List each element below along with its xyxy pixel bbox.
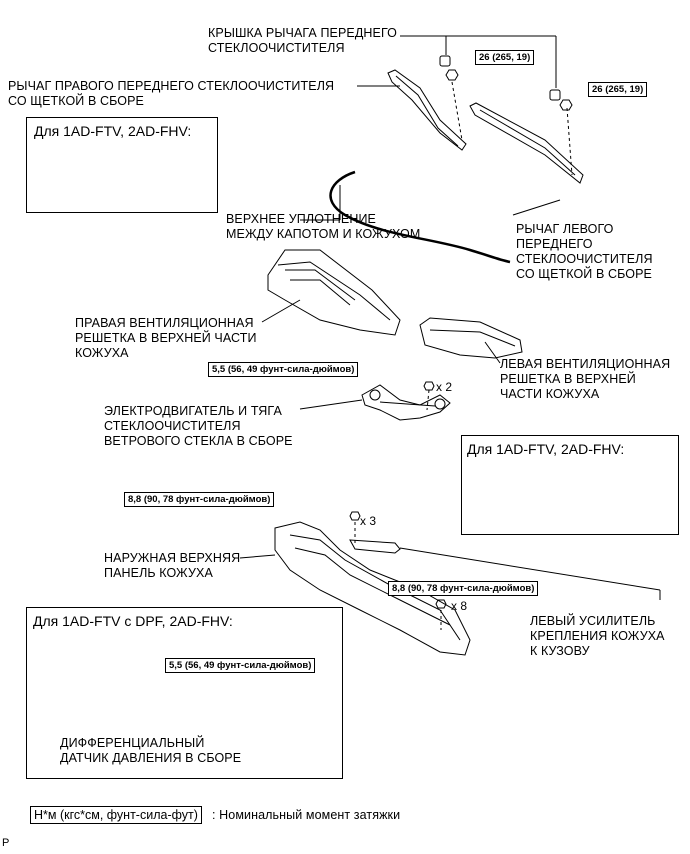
hood-seal bbox=[329, 170, 511, 264]
right-wiper-arm bbox=[387, 69, 467, 151]
inset-box-engine-2-title: Для 1AD-FTV, 2AD-FHV: bbox=[467, 441, 625, 457]
inset-box-dpf: Для 1AD-FTV с DPF, 2AD-FHV: ДИФФЕРЕНЦИАЛ… bbox=[26, 607, 343, 779]
qty-motor-bolts: x 2 bbox=[436, 380, 453, 394]
label-left-reinforcement: ЛЕВЫЙ УСИЛИТЕЛЬ КРЕПЛЕНИЯ КОЖУХА К КУЗОВ… bbox=[530, 614, 665, 658]
legend-torque-text: : Номинальный момент затяжки bbox=[212, 808, 401, 822]
right-louver bbox=[267, 249, 401, 336]
label-wiper-motor: ЭЛЕКТРОДВИГАТЕЛЬ И ТЯГА СТЕКЛООЧИСТИТЕЛЯ… bbox=[104, 404, 293, 448]
left-louver bbox=[419, 317, 523, 359]
label-outer-panel: НАРУЖНАЯ ВЕРХНЯЯ ПАНЕЛЬ КОЖУХА bbox=[104, 551, 241, 580]
right-arm-nut bbox=[445, 69, 459, 81]
label-pressure-sensor: ДИФФЕРЕНЦИАЛЬНЫЙ ДАТЧИК ДАВЛЕНИЯ В СБОРЕ bbox=[60, 736, 242, 765]
inset-box-dpf-title: Для 1AD-FTV с DPF, 2AD-FHV: bbox=[33, 613, 233, 629]
wiper-motor-linkage bbox=[361, 384, 451, 421]
left-reinforcement bbox=[349, 539, 401, 554]
leader-motor bbox=[299, 399, 363, 410]
torque-sensor-bolt-inset: 5,5 (56, 49 фунт-сила-дюймов) bbox=[165, 658, 316, 673]
torque-motor-bolts: 5,5 (56, 49 фунт-сила-дюймов) bbox=[208, 362, 359, 377]
left-wiper-arm bbox=[469, 102, 584, 184]
leader-right-louver bbox=[261, 299, 301, 323]
leader-left-louver bbox=[484, 341, 501, 364]
left-arm-nut bbox=[559, 99, 573, 111]
label-left-louver: ЛЕВАЯ ВЕНТИЛЯЦИОННАЯ РЕШЕТКА В ВЕРХНЕЙ Ч… bbox=[500, 357, 671, 401]
leader-outer-panel bbox=[239, 554, 276, 559]
corner-mark: P bbox=[2, 837, 10, 849]
leader-reinf bbox=[399, 547, 661, 591]
leader-left-arm bbox=[512, 199, 561, 216]
label-left-wiper-arm: РЫЧАГ ЛЕВОГО ПЕРЕДНЕГО СТЕКЛООЧИСТИТЕЛЯ … bbox=[516, 222, 653, 281]
torque-outer-panel-bolts-b: 8,8 (90, 78 фунт-сила-дюймов) bbox=[388, 581, 539, 596]
label-wiper-arm-cover: КРЫШКА РЫЧАГА ПЕРЕДНЕГО СТЕКЛООЧИСТИТЕЛЯ bbox=[208, 26, 397, 55]
right-cover-cap bbox=[439, 55, 451, 67]
left-cover-cap bbox=[549, 89, 561, 101]
qty-outer-panel-bolts: x 3 bbox=[360, 514, 377, 528]
label-hood-seal: ВЕРХНЕЕ УПЛОТНЕНИЕ МЕЖДУ КАПОТОМ И КОЖУХ… bbox=[226, 212, 421, 241]
legend-torque-key: Н*м (кгс*см, фунт-сила-фут) bbox=[30, 806, 202, 824]
label-right-wiper-arm: РЫЧАГ ПРАВОГО ПЕРЕДНЕГО СТЕКЛООЧИСТИТЕЛЯ… bbox=[8, 79, 335, 108]
torque-left-arm-nut: 26 (265, 19) bbox=[588, 82, 648, 97]
inset-box-engine-1: Для 1AD-FTV, 2AD-FHV: bbox=[26, 117, 218, 213]
inset-box-engine-1-title: Для 1AD-FTV, 2AD-FHV: bbox=[34, 123, 192, 139]
label-right-louver: ПРАВАЯ ВЕНТИЛЯЦИОННАЯ РЕШЕТКА В ВЕРХНЕЙ … bbox=[75, 316, 257, 360]
inset-box-engine-2: Для 1AD-FTV, 2AD-FHV: bbox=[461, 435, 679, 535]
torque-outer-panel-bolts: 8,8 (90, 78 фунт-сила-дюймов) bbox=[124, 492, 275, 507]
outer-panel bbox=[274, 521, 471, 656]
qty-outer-panel-bolts-b: x 8 bbox=[451, 599, 468, 613]
torque-right-arm-nut: 26 (265, 19) bbox=[475, 50, 535, 65]
